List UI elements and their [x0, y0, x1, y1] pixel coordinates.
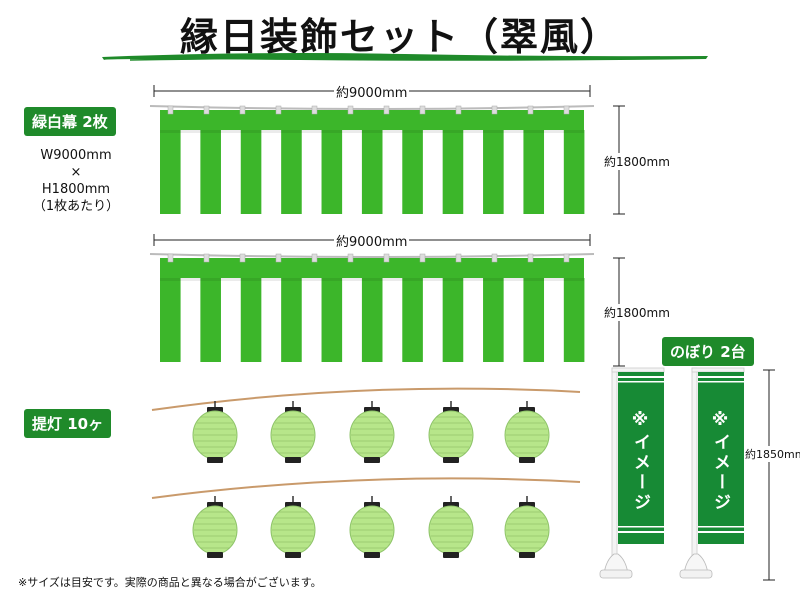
curtain-2-width-label: 約9000mm — [334, 231, 410, 250]
footnote: ※サイズは目安です。実際の商品と異なる場合がございます。 — [18, 576, 322, 589]
curtain-1-width-label: 約9000mm — [334, 82, 410, 101]
curtain-1 — [149, 105, 595, 214]
lantern — [428, 496, 474, 558]
lantern-label: 提灯 10ヶ — [24, 409, 112, 438]
nobori-2 — [679, 367, 745, 579]
curtain-2 — [149, 253, 595, 362]
nobori-height-label: 約1850mm — [745, 446, 800, 462]
curtain-1-height-label: 約1800mm — [604, 153, 670, 170]
lantern — [504, 401, 550, 463]
lantern-strings — [151, 387, 581, 558]
lantern — [270, 496, 316, 558]
nobori-height-dimension — [763, 369, 775, 581]
brush-underline — [102, 53, 708, 61]
nobori-2-text: ※イメージ — [710, 410, 730, 513]
lantern — [428, 401, 474, 463]
curtain-label: 緑白幕 2枚 — [24, 107, 116, 136]
curtain-spec-times: × — [70, 165, 82, 180]
curtain-spec: W9000mm × H1800mm （1枚あたり） — [14, 147, 138, 215]
curtain-spec-per: （1枚あたり） — [32, 199, 120, 214]
curtain-spec-width: W9000mm — [40, 148, 112, 163]
lantern — [504, 496, 550, 558]
nobori-1 — [599, 367, 665, 579]
nobori-label: のぼり 2台 — [662, 337, 754, 366]
lantern — [349, 496, 395, 558]
curtain-spec-height: H1800mm — [41, 182, 111, 197]
lantern — [192, 496, 238, 558]
nobori-1-text: ※イメージ — [630, 410, 650, 513]
lantern — [192, 401, 238, 463]
page-title: 縁日装飾セット（翠風） — [179, 15, 620, 59]
lantern — [270, 401, 316, 463]
curtain-2-height-label: 約1800mm — [604, 304, 670, 321]
lantern — [349, 401, 395, 463]
